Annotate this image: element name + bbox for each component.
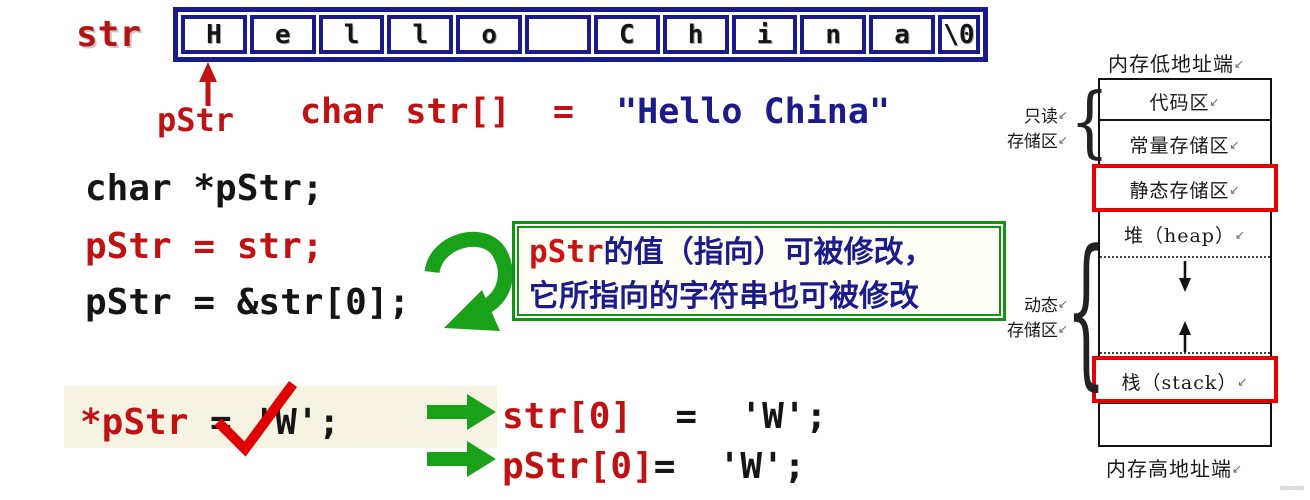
note-line-1: pStr的值（指向）可被修改， bbox=[529, 230, 1003, 275]
array-cell: h bbox=[662, 15, 729, 54]
note-box: pStr的值（指向）可被修改， 它所指向的字符串也可被修改 bbox=[512, 221, 1006, 321]
memory-region-const: 常量存储区↙ bbox=[1129, 135, 1241, 157]
dynamic-area-label: 动态↙ 存储区↙ bbox=[1006, 296, 1068, 341]
heap-dotted-line bbox=[1100, 256, 1270, 258]
memory-region-heap: 堆（heap）↙ bbox=[1123, 225, 1247, 247]
return-mark-icon: ↙ bbox=[1232, 462, 1244, 476]
checkmark-icon bbox=[214, 381, 298, 457]
statement-lhs: *pStr bbox=[80, 402, 189, 443]
pstr-up-arrow-icon bbox=[199, 62, 217, 106]
dynamic-brace: { bbox=[1066, 215, 1107, 407]
result-line-1: str[0] = 'W'; bbox=[502, 396, 827, 437]
declaration-code: char str[] = bbox=[300, 92, 617, 132]
readonly-area-label: 只读↙ 存储区↙ bbox=[1006, 107, 1068, 152]
memory-low-address-label: 内存低地址端↙ bbox=[1108, 52, 1246, 76]
array-cell: i bbox=[731, 15, 798, 54]
memory-region-stack-highlight bbox=[1092, 356, 1278, 403]
memory-region-static: 静态存储区↙ bbox=[1129, 180, 1241, 202]
array-name-label: str bbox=[76, 14, 142, 55]
memory-divider-2 bbox=[1098, 402, 1272, 404]
memory-region-code: 代码区↙ bbox=[1149, 92, 1221, 114]
stack-grow-up-arrow-icon bbox=[1179, 321, 1191, 352]
declaration-string: "Hello China" bbox=[616, 92, 891, 132]
array-cell: H bbox=[181, 15, 247, 54]
block-arrow-icon-2 bbox=[427, 441, 496, 477]
array-cell: l bbox=[387, 15, 454, 54]
code-line-pstr-eq-addr: pStr = &str[0]; bbox=[85, 282, 411, 323]
result-2-lhs: pStr[0] bbox=[502, 446, 654, 487]
pointer-name-label: pStr bbox=[157, 101, 235, 139]
memory-region-stack: 栈（stack）↙ bbox=[1121, 372, 1249, 394]
note-line-2: 它所指向的字符串也可被修改 bbox=[529, 279, 919, 314]
heap-grow-down-arrow-icon bbox=[1179, 261, 1191, 292]
return-mark-icon: ↙ bbox=[1234, 57, 1246, 71]
array-cell: l bbox=[318, 15, 385, 54]
curved-arrow-icon bbox=[424, 231, 513, 331]
block-arrow-icon-1 bbox=[427, 394, 496, 430]
result-1-lhs: str[0] bbox=[502, 396, 633, 437]
return-mark-icon: ↙ bbox=[1209, 95, 1221, 109]
memory-divider-1 bbox=[1098, 119, 1272, 121]
return-mark-icon: ↙ bbox=[1057, 133, 1068, 147]
result-1-rhs: 'W'; bbox=[740, 396, 828, 437]
stack-dotted-line bbox=[1100, 352, 1270, 354]
declaration-line: char str[] = "Hello China" bbox=[300, 92, 890, 132]
return-mark-icon: ↙ bbox=[1237, 375, 1249, 389]
code-line-declare-pstr: char *pStr; bbox=[85, 168, 324, 209]
return-mark-icon: ↙ bbox=[1229, 183, 1241, 197]
memory-high-address-label: 内存高地址端↙ bbox=[1106, 457, 1244, 481]
array-cell bbox=[525, 15, 591, 54]
array-cell: C bbox=[593, 15, 660, 54]
return-mark-icon: ↙ bbox=[1229, 138, 1241, 152]
array-cell: a bbox=[869, 15, 935, 54]
return-mark-icon: ↙ bbox=[1234, 228, 1247, 242]
return-mark-icon: ↙ bbox=[1057, 322, 1068, 336]
code-line-pstr-eq-str: pStr = str; bbox=[85, 226, 324, 267]
statement-line: *pStr = 'W'; bbox=[80, 402, 340, 443]
watermark bbox=[1280, 486, 1304, 490]
result-1-eq: = bbox=[632, 396, 741, 437]
memory-region-static-highlight bbox=[1092, 164, 1278, 212]
result-2-rhs: 'W'; bbox=[718, 446, 806, 487]
return-mark-icon: ↙ bbox=[1057, 108, 1068, 122]
return-mark-icon: ↙ bbox=[1057, 297, 1068, 311]
array-cell: o bbox=[456, 15, 523, 54]
array-cell: n bbox=[800, 15, 867, 54]
array-cell: \0 bbox=[937, 15, 980, 54]
result-2-eq: = bbox=[653, 446, 719, 487]
note-highlight: pStr bbox=[529, 234, 604, 270]
array-cell: e bbox=[249, 15, 316, 54]
note-line-1-text: 的值（指向）可被修改， bbox=[603, 235, 934, 270]
result-line-2: pStr[0]= 'W'; bbox=[502, 446, 805, 487]
readonly-brace: { bbox=[1070, 77, 1110, 168]
